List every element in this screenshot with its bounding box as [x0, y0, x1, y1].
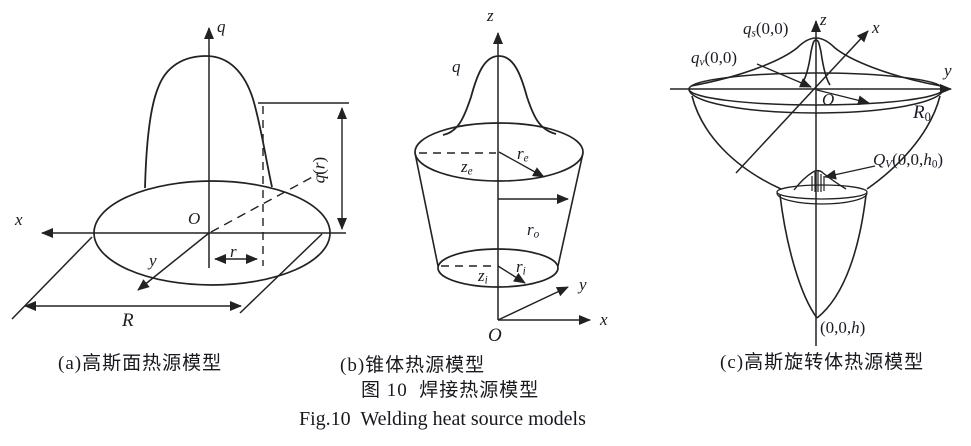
panel-b-ri-label: ri [516, 257, 526, 278]
panel-c-QV-point-label: QV(0,0,h0) [873, 150, 944, 171]
panel-b-gaussian-bump [442, 55, 557, 136]
panel-b-cone-side-left [414, 152, 439, 267]
panel-c-inner-source-hatching [811, 171, 825, 192]
panel-a-origin-label: O [188, 209, 201, 228]
panel-a-gaussian-bell-curve [144, 55, 273, 189]
panel-a-x-axis-label: x [15, 210, 23, 229]
panel-a-q-axis-label: q [217, 17, 226, 36]
panel-c-waist-lower-arc [776, 192, 868, 205]
panel-c-qv-label: qv(0,0) [691, 48, 738, 69]
panel-c-narrow-gaussian-spike [800, 39, 831, 86]
panel-c-x-axis-label: x [872, 18, 880, 37]
panel-b-q-label: q [452, 57, 461, 76]
panel-c-waist-ellipse [776, 184, 868, 200]
panel-a-y-axis [137, 232, 210, 291]
panel-c-y-axis-label: y [944, 61, 952, 80]
panel-c-z-axis-label: z [820, 10, 827, 29]
panel-b-ri-radius-arrow [497, 265, 526, 284]
panel-b-re-label: re [517, 144, 529, 165]
panel-a-heat-spot-ellipse [93, 180, 331, 286]
panel-c-paraboloid-right [816, 194, 867, 319]
panel-b-origin-label: O [488, 325, 502, 346]
panel-a-drawing [11, 27, 349, 320]
panel-b-z-axis-label: z [487, 6, 494, 25]
panel-b-bottom-ellipse [437, 248, 559, 288]
panel-b-top-ellipse [414, 122, 584, 182]
panel-a-y-axis-label: y [149, 251, 157, 270]
panel-a-plate-edge-right [239, 233, 323, 314]
panel-c-bottom-point-label: (0,0,h) [820, 318, 866, 337]
panel-a-caption: (a)高斯面热源模型 [58, 353, 223, 374]
panel-c-x-axis [735, 30, 869, 174]
panel-c-funnel-left [691, 95, 782, 190]
panel-b-re-radius-arrow [498, 151, 545, 178]
panel-c-R0-radius-arrow [816, 89, 870, 106]
figure-caption-english: Fig.10 Welding heat source models [299, 408, 586, 430]
panel-c-paraboloid-left [779, 194, 818, 319]
panel-b-y-axis-label: y [579, 275, 587, 294]
panel-a-R-label: R [122, 310, 134, 331]
panel-a-dashed-radius-line [210, 173, 319, 233]
panel-c-drawing [670, 20, 952, 346]
panel-b-y-axis [497, 286, 569, 321]
panel-b-drawing [414, 32, 591, 325]
panel-c-surface-lower-arc [688, 88, 944, 114]
panel-a-r-label: r [230, 242, 237, 261]
figure-caption-chinese: 图 10 焊接热源模型 [361, 380, 540, 401]
panel-c-qv-leader-arrow [756, 63, 812, 88]
panel-c-inner-source-bump [793, 169, 847, 191]
panel-c-caption: (c)高斯旋转体热源模型 [720, 352, 925, 373]
panel-c-wide-gaussian-curve [690, 37, 942, 87]
panel-b-ro-label: ro [527, 220, 540, 241]
panel-a-qr-label: q(r) [309, 156, 329, 184]
panel-b-x-axis-label: x [600, 310, 608, 329]
panel-c-funnel-right [866, 95, 941, 190]
panel-c-qs-label: qs(0,0) [743, 19, 789, 40]
panel-b-cone-side-right [557, 152, 584, 267]
panel-c-QV-leader-arrow [824, 165, 876, 180]
panel-b-ze-label: ze [461, 157, 473, 178]
panel-c-R0-label: R0 [913, 102, 931, 124]
panel-b-zi-label: zi [478, 266, 488, 287]
panel-b-caption: (b)锥体热源模型 [340, 355, 486, 376]
panel-c-origin-label: O [822, 90, 835, 109]
